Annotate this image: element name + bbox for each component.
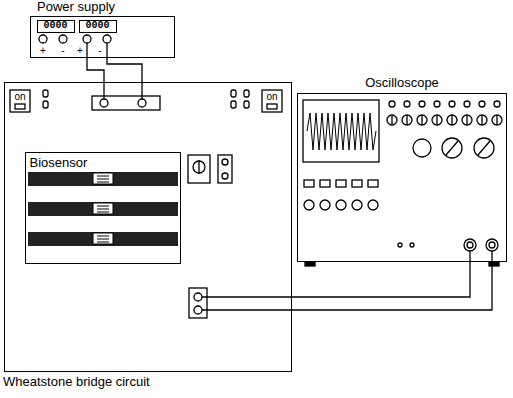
power-supply: Power supply00000000 [30, 16, 175, 58]
node-title: Oscilloscope [298, 75, 506, 90]
wire [292, 262, 470, 297]
display-digits: 0000 [38, 21, 74, 32]
display-digits: 0000 [80, 21, 116, 32]
display-readout: 0000 [79, 20, 117, 33]
switch-label: on [10, 92, 30, 102]
wire [87, 58, 104, 82]
oscilloscope: Oscilloscope [297, 93, 507, 262]
node-title: Power supply [37, 0, 115, 14]
node-title: Biosensor [30, 155, 88, 170]
biosensor-panel: Biosensor [25, 152, 181, 264]
terminal-sign: - [58, 46, 68, 56]
terminal-sign: + [38, 46, 48, 56]
display-readout: 0000 [37, 20, 75, 33]
circuit-board: Wheatstone bridge circuitBiosensor [4, 82, 292, 372]
switch-label: on [262, 92, 282, 102]
wire [292, 262, 492, 310]
terminal-sign: - [96, 46, 104, 56]
wire [107, 58, 142, 82]
node-title: Wheatstone bridge circuit [3, 374, 150, 389]
terminal-sign: + [76, 46, 84, 56]
